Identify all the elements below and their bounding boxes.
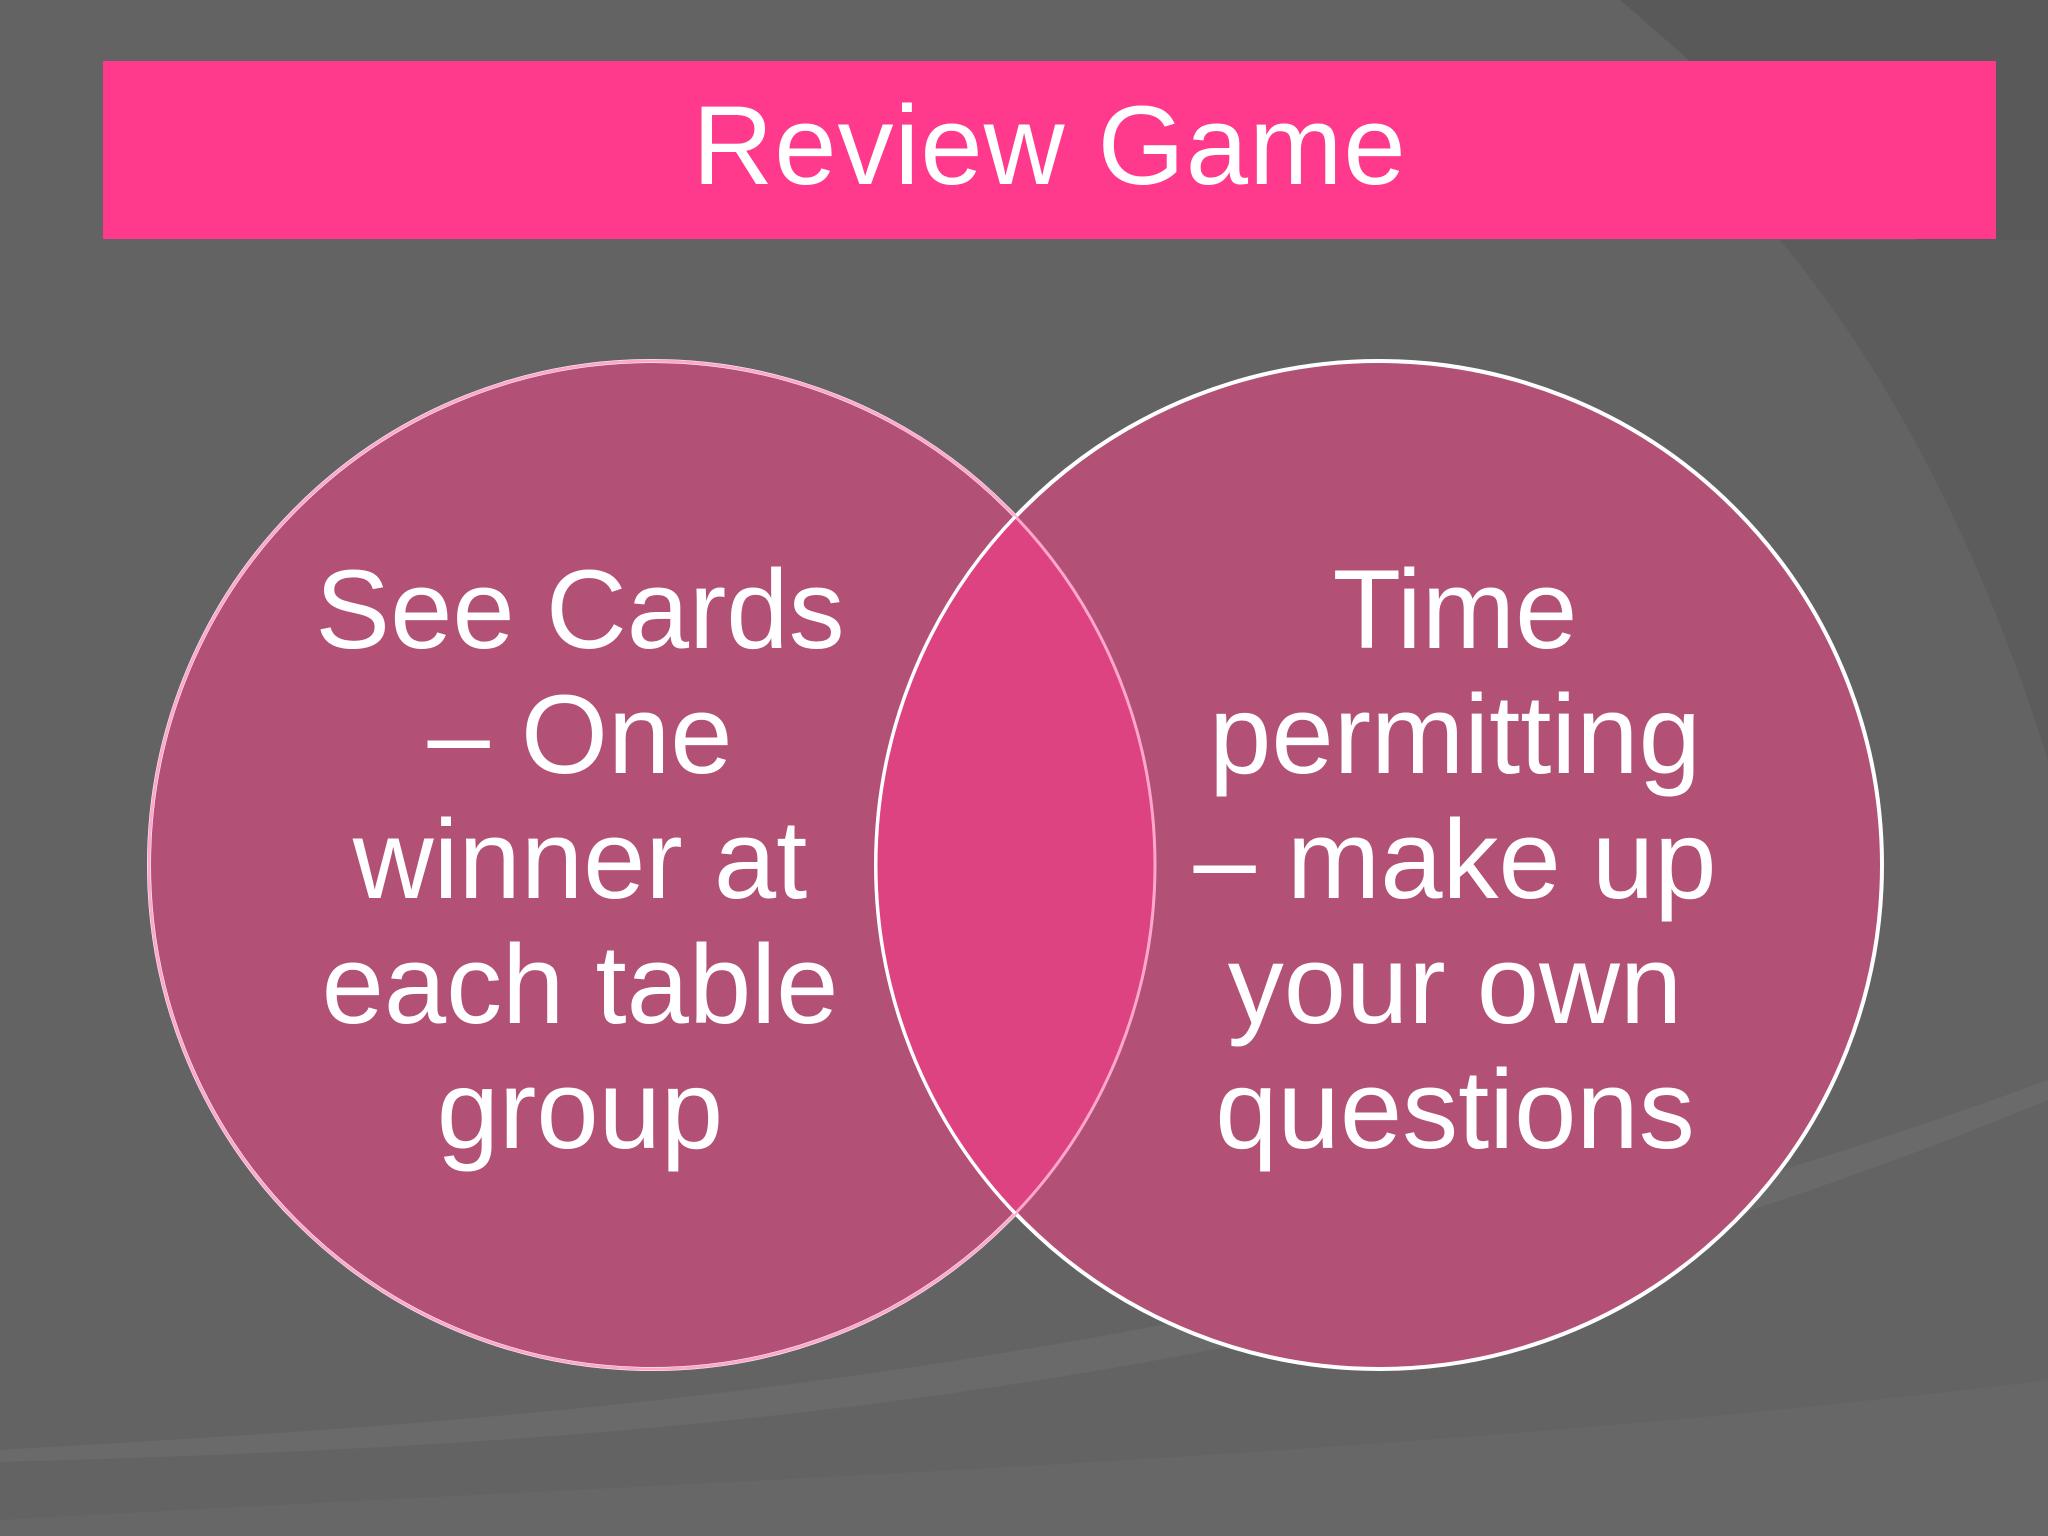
venn-left-line: winner at	[352, 797, 808, 922]
title-bar: Review Game	[103, 61, 1996, 239]
slide-title: Review Game	[692, 83, 1407, 208]
venn-right-label: Time permitting – make up your own quest…	[1130, 547, 1780, 1172]
venn-left-line: – One	[427, 672, 733, 797]
background-arc-right	[1780, 240, 2048, 760]
venn-left-line: group	[436, 1047, 724, 1172]
venn-right-line: questions	[1215, 1047, 1695, 1172]
venn-right-line: permitting	[1209, 672, 1701, 797]
background-swoosh-lower	[0, 1380, 2048, 1536]
venn-left-line: each table	[321, 922, 839, 1047]
venn-circle-left-outline	[874, 361, 1155, 1369]
venn-overlap-edge	[147, 359, 1157, 1371]
venn-left-line: See Cards	[315, 547, 845, 672]
venn-left-label: See Cards – One winner at each table gro…	[255, 547, 905, 1172]
venn-right-line: – make up	[1193, 797, 1717, 922]
venn-right-line: your own	[1227, 922, 1683, 1047]
venn-right-line: Time	[1332, 547, 1578, 672]
